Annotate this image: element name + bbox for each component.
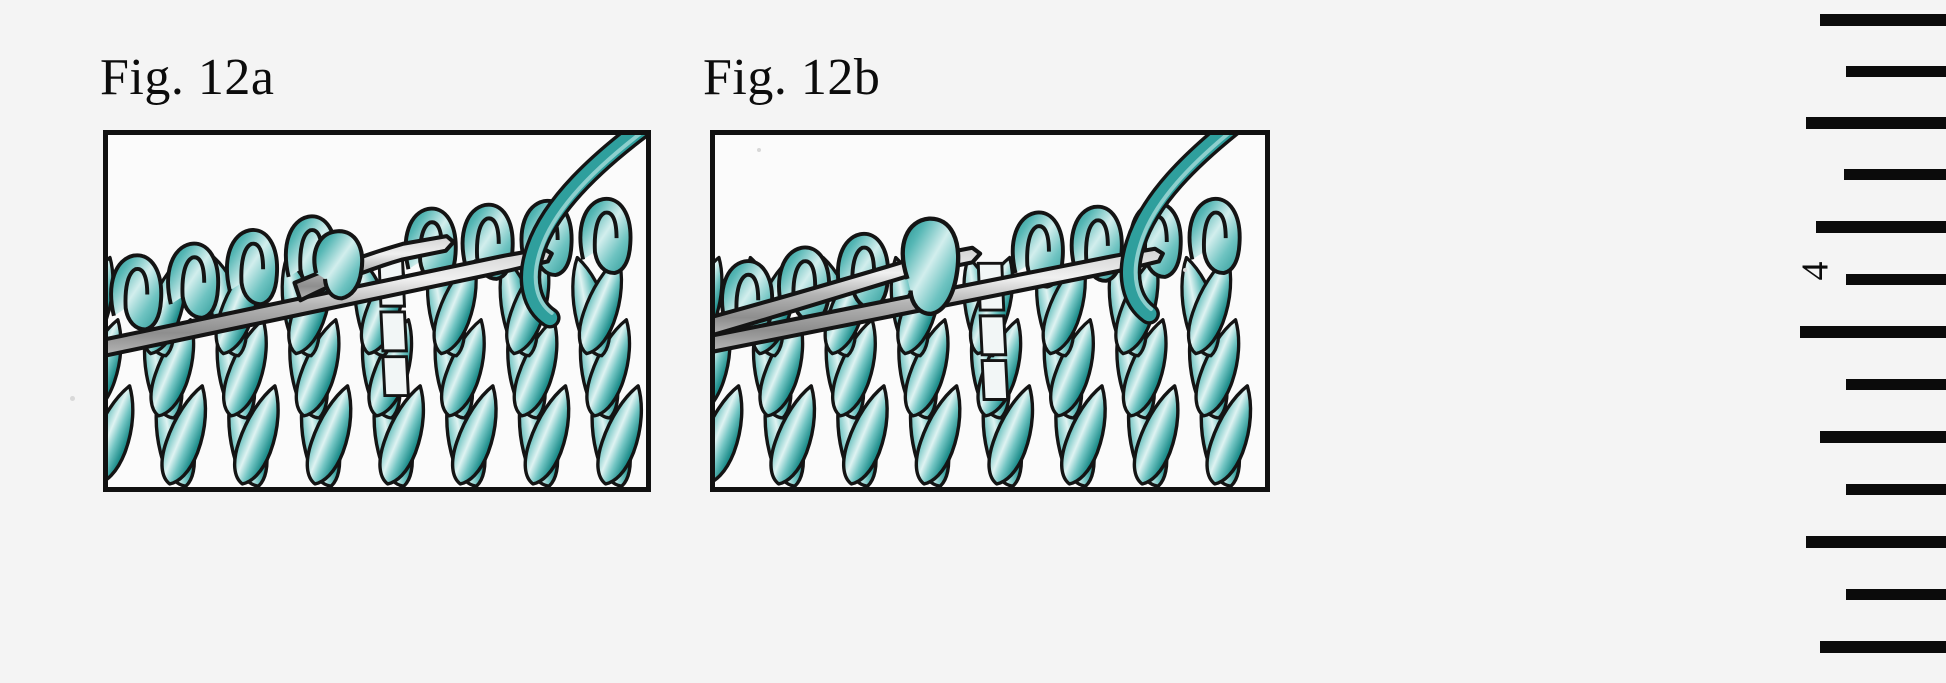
figure-12b-illustration-panel [710, 130, 1270, 492]
figure-12b-label: Fig. 12b [703, 49, 881, 106]
ruler-tick-minor [1846, 484, 1946, 495]
working-yarn-a [519, 135, 646, 329]
new-loop-a [312, 229, 365, 301]
scan-speck [70, 396, 75, 401]
ruler-tick-minor [1846, 589, 1946, 600]
ruler-tick-major [1806, 536, 1946, 548]
ruler-tick-major [1820, 14, 1946, 26]
ruler-tick-minor [1846, 274, 1946, 285]
ruler-tick-minor [1846, 379, 1946, 390]
ruler-scale: 4 [1770, 0, 1946, 683]
figure-12a-label: Fig. 12a [100, 49, 275, 106]
figure-12a-illustration-panel [103, 130, 651, 492]
ruler-tick-minor [1844, 169, 1946, 180]
new-loop-b [900, 216, 961, 317]
scan-speck [1183, 268, 1187, 272]
ruler-tick-major [1800, 326, 1946, 338]
ruler-tick-minor [1846, 66, 1946, 77]
knitting-illustration-b [715, 135, 1265, 487]
ruler-tick-major [1820, 431, 1946, 443]
ruler-tick-major [1816, 221, 1946, 233]
ruler-tick-major [1820, 641, 1946, 653]
ruler-tick-major [1806, 117, 1946, 129]
working-yarn-b [1119, 135, 1239, 325]
scan-speck [757, 148, 761, 152]
ruler-number-label: 4 [1794, 261, 1837, 281]
left-needle-a [108, 246, 554, 358]
knitting-illustration-a [108, 135, 646, 487]
